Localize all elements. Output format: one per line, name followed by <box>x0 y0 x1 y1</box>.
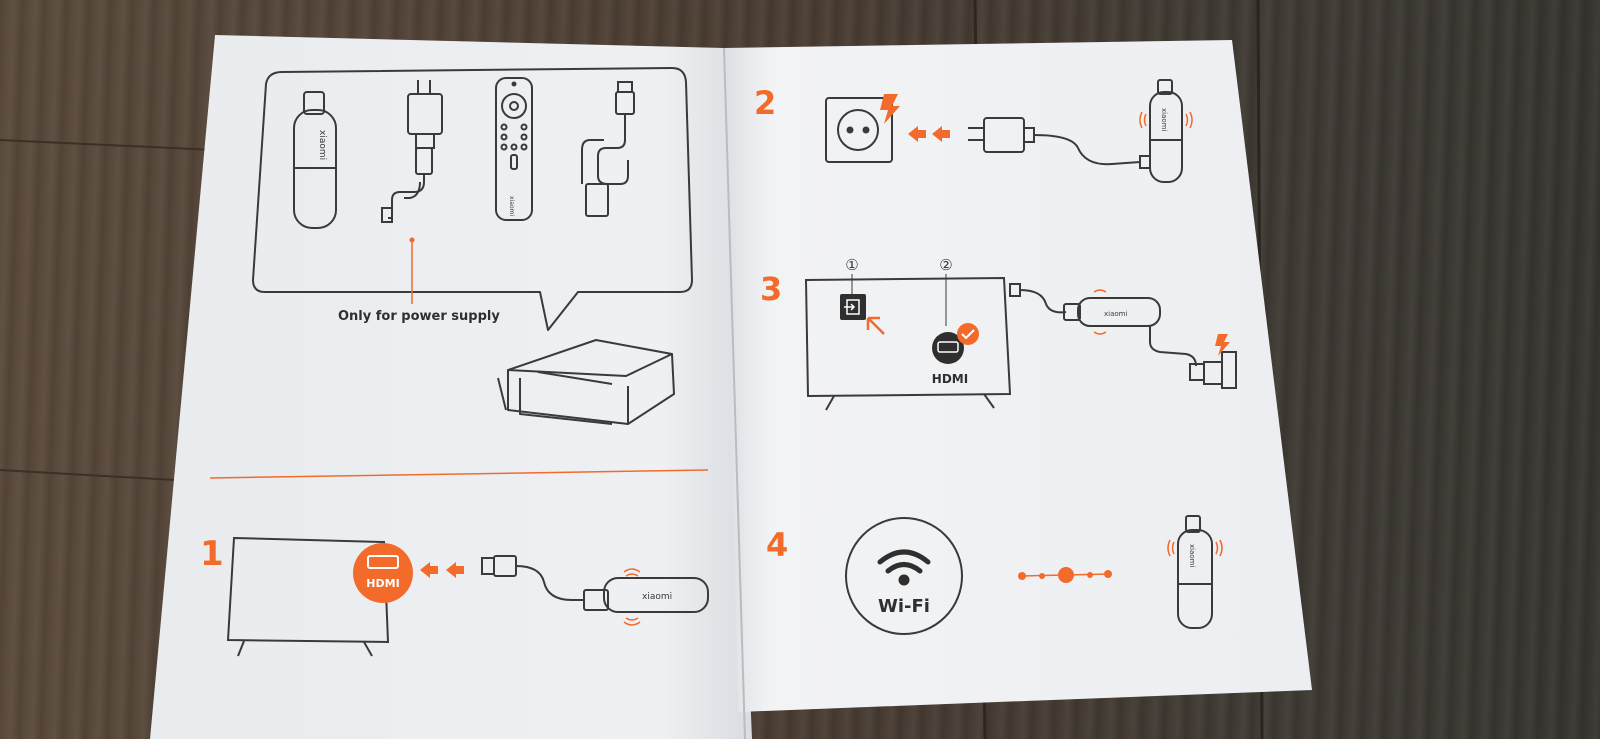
step-2-signal-icon <box>1139 111 1193 129</box>
step-3-number: 3 <box>760 270 782 308</box>
input-source-icon <box>840 294 866 320</box>
power-supply-note: Only for power supply <box>338 309 500 324</box>
step-2-number: 2 <box>754 84 776 122</box>
step-3-marker-2: ② <box>939 256 952 274</box>
remote-brand-label: xiaomi <box>508 196 515 216</box>
step-3-stick: xiaomi <box>1009 283 1237 389</box>
step-1-tv <box>226 536 390 657</box>
step-3-stick-brand: xiaomi <box>1104 310 1127 318</box>
step-2-stick-brand: xiaomi <box>1160 108 1168 131</box>
step-4-number: 4 <box>766 526 788 564</box>
step-1-signal-icon <box>623 568 641 626</box>
step-4-stick: xiaomi <box>1177 515 1213 629</box>
wifi-label: Wi-Fi <box>878 596 930 617</box>
remote-item: xiaomi <box>495 77 533 221</box>
tv-stick-item: xiaomi <box>293 91 337 229</box>
hdmi-extender-item <box>581 81 635 217</box>
step-1-hdmi-badge: HDMI <box>353 543 413 603</box>
step-4-stick-brand: xiaomi <box>1188 544 1196 567</box>
step-3-tv <box>804 276 1012 411</box>
wifi-icon <box>877 549 931 586</box>
step-1-arrows <box>420 562 464 578</box>
connection-dots <box>1018 567 1112 583</box>
step-1-stick: xiaomi <box>481 555 709 613</box>
step-3-power-bolt-icon <box>1215 334 1230 356</box>
box-contents-bubble <box>252 67 693 331</box>
cursor-icon <box>866 316 885 335</box>
step-2-stick: xiaomi <box>1149 79 1183 183</box>
step-1-stick-brand: xiaomi <box>642 592 672 602</box>
step-1-number: 1 <box>200 534 224 574</box>
step-3-hdmi-label: HDMI <box>932 372 968 386</box>
wifi-badge: Wi-Fi <box>845 517 963 635</box>
left-page <box>150 35 752 739</box>
step-1-hdmi-label: HDMI <box>366 577 399 590</box>
step-2-arrows <box>908 126 950 142</box>
step-2-socket <box>825 97 893 163</box>
step-3-hdmi-icon: HDMI <box>932 323 979 386</box>
step-3-signal-icon <box>1093 289 1107 335</box>
step-3-marker-1: ① <box>845 256 858 274</box>
step-4-signal-icon <box>1167 539 1223 557</box>
right-page <box>724 40 1312 712</box>
power-bolt-icon <box>880 94 900 124</box>
box-illustration <box>497 339 675 425</box>
stick-brand-label: xiaomi <box>317 130 327 160</box>
section-divider <box>209 469 709 479</box>
power-adapter-item <box>381 80 443 304</box>
